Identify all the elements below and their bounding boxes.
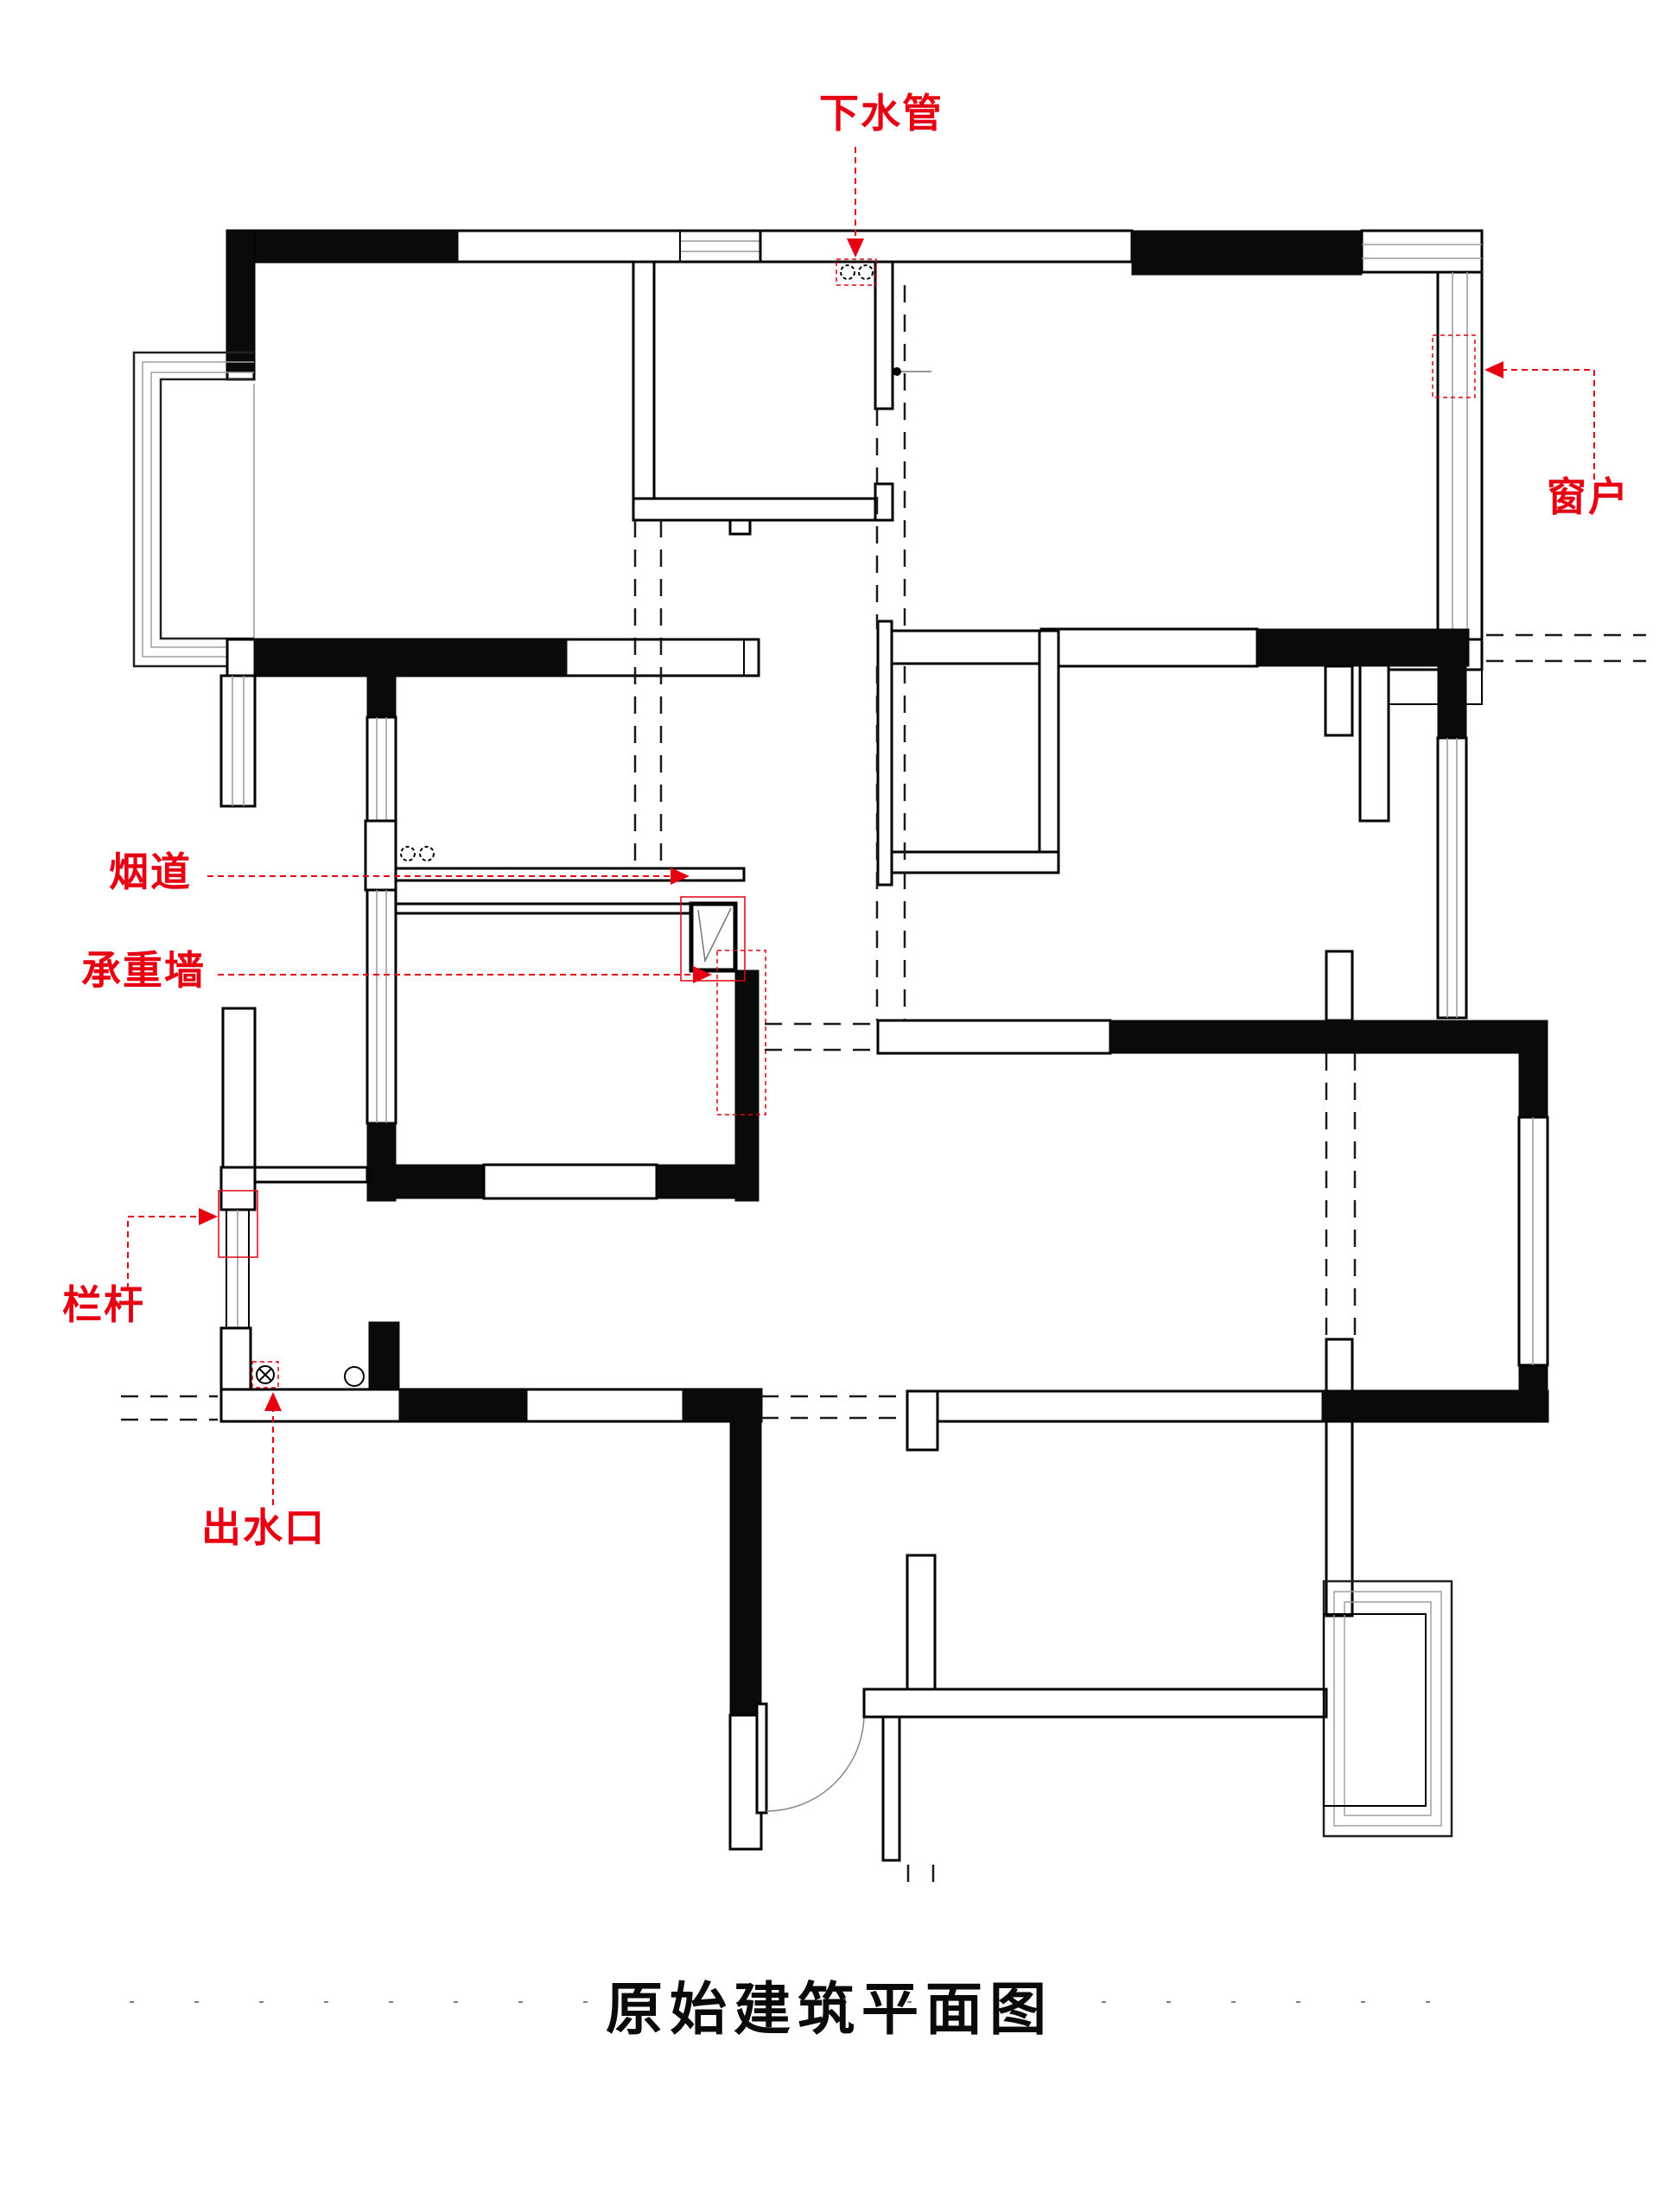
drain-pipe-fixture (836, 258, 877, 286)
window-highlight-icon (1432, 334, 1476, 398)
window-label: 窗户 (1547, 474, 1630, 519)
railing-label: 栏杆 (62, 1282, 145, 1327)
page-title: 原始建筑平面图 (606, 1977, 1053, 2041)
living-entry-walls (728, 1116, 1549, 1862)
kitchen-walls (632, 260, 931, 536)
bottom-bay-window (1322, 1580, 1453, 1838)
drain-arrow-icon (847, 238, 864, 257)
load-bearing-wall-label: 承重墙 (81, 948, 206, 993)
window-arrow-icon (1484, 361, 1503, 378)
bathroom-corridor-walls (219, 638, 760, 1202)
left-bay-window (132, 351, 255, 668)
water-outlet-symbol (251, 1361, 279, 1389)
load-bearing-arrow-icon (693, 966, 712, 983)
middle-wall (876, 1019, 1548, 1118)
railing-highlight (218, 1190, 258, 1258)
flue-box (680, 896, 746, 982)
annotation-leaders (127, 147, 1595, 1505)
flue-label: 烟道 (109, 849, 192, 894)
water-outlet-arrow-icon (264, 1392, 282, 1411)
load-bearing-wall-highlight (716, 950, 766, 1116)
bedroom2-walls (876, 620, 1470, 1022)
flue-arrow-icon (671, 868, 690, 885)
drain-pipe-label: 下水管 (819, 91, 944, 136)
balcony-walls (219, 1166, 763, 1423)
dashed-reference-lines (121, 285, 1646, 2003)
exterior-walls (226, 229, 1484, 823)
water-outlet-label: 出水口 (201, 1505, 326, 1550)
railing-arrow-icon (199, 1208, 218, 1225)
